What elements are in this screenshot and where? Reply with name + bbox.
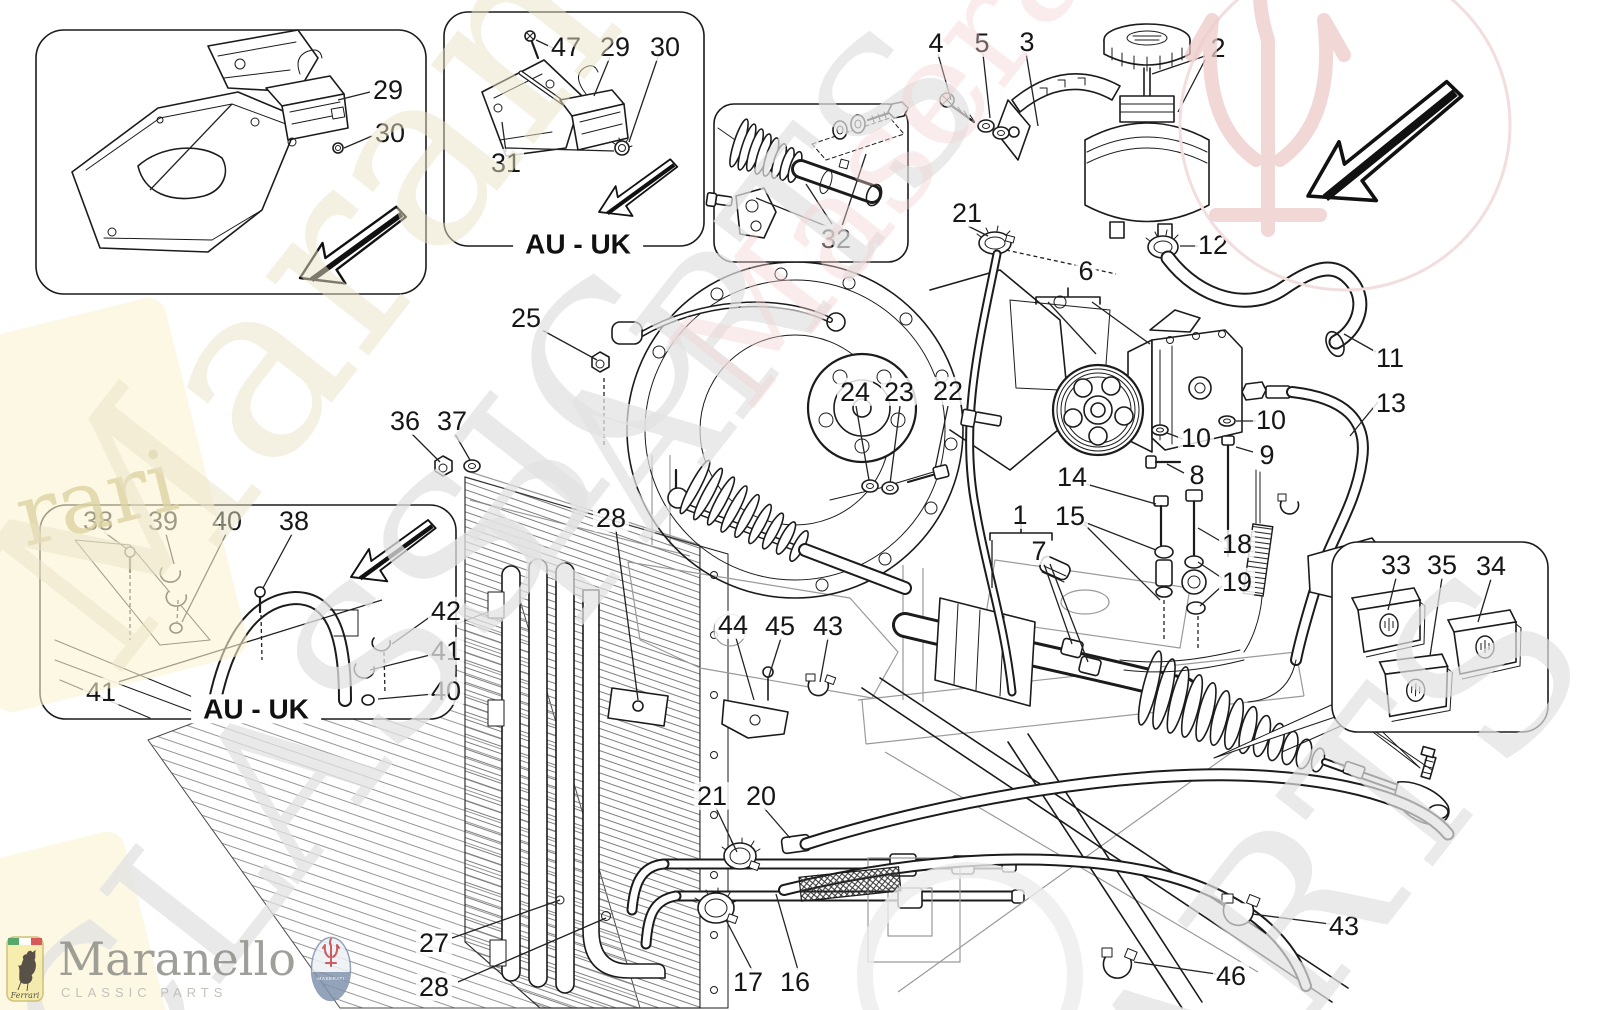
inset-box-bracket-ecu bbox=[35, 29, 427, 298]
callout-13[interactable]: 13 bbox=[1372, 388, 1410, 417]
prancing-horse-icon bbox=[17, 949, 36, 992]
leader-lines bbox=[411, 52, 1492, 983]
hose-clamp-21-drawing bbox=[721, 837, 761, 871]
callout-29[interactable]: 29 bbox=[596, 32, 634, 61]
callout-40[interactable]: 40 bbox=[427, 676, 465, 705]
logo-text: Maranello CLASSIC PARTS bbox=[58, 936, 296, 1000]
callout-29[interactable]: 29 bbox=[369, 75, 407, 104]
callout-33[interactable]: 33 bbox=[1377, 550, 1415, 579]
callout-24[interactable]: 24 bbox=[836, 377, 874, 406]
pipe-clip-43-drawing bbox=[1221, 893, 1261, 927]
maserati-badge-logo: MASERATI bbox=[310, 936, 352, 1002]
hose-clamp-17-drawing bbox=[694, 887, 739, 924]
callout-28[interactable]: 28 bbox=[592, 503, 630, 532]
callout-10[interactable]: 10 bbox=[1177, 423, 1215, 452]
callout-35[interactable]: 35 bbox=[1423, 550, 1461, 579]
callout-20[interactable]: 20 bbox=[742, 781, 780, 810]
callout-6[interactable]: 6 bbox=[1075, 256, 1097, 285]
callout-21[interactable]: 21 bbox=[693, 781, 731, 810]
pipe-clip-46-drawing bbox=[1101, 947, 1138, 979]
logo-title: Maranello bbox=[58, 932, 296, 986]
callout-31[interactable]: 31 bbox=[487, 148, 525, 177]
callout-15[interactable]: 15 bbox=[1051, 501, 1089, 530]
callout-42[interactable]: 42 bbox=[427, 596, 465, 625]
svg-text:MASERATI: MASERATI bbox=[317, 976, 344, 981]
callout-5[interactable]: 5 bbox=[971, 28, 993, 57]
callout-23[interactable]: 23 bbox=[880, 377, 918, 406]
callout-8[interactable]: 8 bbox=[1186, 460, 1208, 489]
callout-16[interactable]: 16 bbox=[776, 967, 814, 996]
callout-44[interactable]: 44 bbox=[714, 610, 752, 639]
callout-21[interactable]: 21 bbox=[948, 198, 986, 227]
callout-4[interactable]: 4 bbox=[925, 28, 947, 57]
callout-9[interactable]: 9 bbox=[1256, 440, 1278, 469]
callout-11[interactable]: 11 bbox=[1372, 343, 1408, 372]
callout-1[interactable]: 1 bbox=[1009, 500, 1031, 529]
inset-box-rack-clamp bbox=[705, 101, 909, 263]
callout-45[interactable]: 45 bbox=[761, 611, 799, 640]
callout-43[interactable]: 43 bbox=[809, 611, 847, 640]
callout-7[interactable]: 7 bbox=[1028, 536, 1050, 565]
callout-30[interactable]: 30 bbox=[371, 118, 409, 147]
booklets-box bbox=[1213, 541, 1549, 771]
callout-14[interactable]: 14 bbox=[1053, 462, 1091, 491]
callout-43[interactable]: 43 bbox=[1325, 911, 1363, 940]
callout-37[interactable]: 37 bbox=[433, 406, 471, 435]
trident-icon bbox=[321, 938, 340, 967]
region-label: AU - UK bbox=[191, 694, 321, 724]
callout-17[interactable]: 17 bbox=[729, 967, 767, 996]
callout-46[interactable]: 46 bbox=[1212, 961, 1250, 990]
callout-27[interactable]: 27 bbox=[415, 928, 453, 957]
callout-22[interactable]: 22 bbox=[929, 376, 967, 405]
callout-10[interactable]: 10 bbox=[1252, 405, 1290, 434]
svg-text:Ferrari: Ferrari bbox=[10, 991, 40, 1000]
callout-36[interactable]: 36 bbox=[386, 406, 424, 435]
callout-19[interactable]: 19 bbox=[1218, 567, 1256, 596]
site-logo[interactable]: Ferrari Maranello CLASSIC PARTS MASERATI bbox=[6, 936, 352, 1002]
callout-25[interactable]: 25 bbox=[507, 303, 545, 332]
ferrari-shield-logo: Ferrari bbox=[6, 936, 44, 1002]
callout-18[interactable]: 18 bbox=[1218, 529, 1256, 558]
callout-34[interactable]: 34 bbox=[1472, 551, 1510, 580]
power-steering-pump-drawing bbox=[960, 309, 1387, 703]
callout-3[interactable]: 3 bbox=[1016, 27, 1038, 56]
callout-30[interactable]: 30 bbox=[646, 32, 684, 61]
region-label: AU - UK bbox=[513, 229, 643, 259]
callout-32[interactable]: 32 bbox=[817, 224, 855, 253]
callout-41[interactable]: 41 bbox=[427, 636, 465, 665]
callout-38[interactable]: 38 bbox=[275, 506, 313, 535]
logo-subtitle: CLASSIC PARTS bbox=[61, 985, 228, 1000]
callout-47[interactable]: 47 bbox=[547, 32, 585, 61]
callout-28[interactable]: 28 bbox=[415, 972, 453, 1001]
